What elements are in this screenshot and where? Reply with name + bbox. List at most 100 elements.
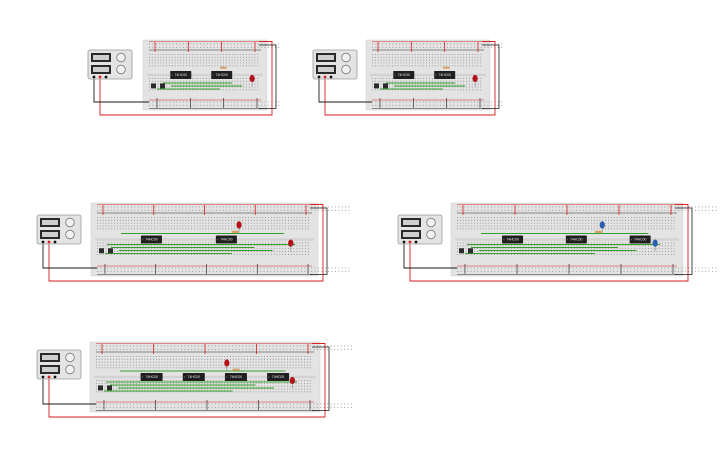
ic-chip: 74HC00	[502, 235, 524, 244]
breadboard-hole-row	[96, 388, 311, 390]
power-supply-display-bottom-lcd	[93, 67, 109, 72]
power-supply-terminal-ground	[329, 75, 333, 79]
power-supply-knob[interactable]	[65, 352, 75, 363]
resistor	[594, 230, 602, 233]
circuit-2: 74HC00 74HC00	[312, 39, 503, 116]
ic-chip-body	[215, 235, 237, 244]
breadboard-center-channel	[147, 73, 263, 77]
breadboard-hole-row	[97, 248, 309, 250]
power-supply-knob[interactable]	[65, 229, 75, 240]
breadboard-hole-row	[372, 104, 503, 106]
power-supply-display-bottom-lcd	[403, 232, 419, 237]
ic-chip-label: 74HC00	[506, 238, 519, 242]
ic-chip-notch	[171, 74, 173, 76]
ground-wire-black	[93, 78, 149, 103]
switch[interactable]	[98, 385, 103, 391]
ic-chip-body	[182, 373, 205, 381]
breadboard-hole-row	[97, 219, 309, 221]
ic-chip: 74HC00	[215, 235, 237, 244]
power-supply-knob[interactable]	[116, 52, 126, 63]
breadboard-hole-row	[457, 206, 717, 208]
power-supply-knob[interactable]	[65, 217, 75, 228]
breadboard-hole-row	[372, 43, 503, 45]
power-supply-terminal-ground	[53, 375, 57, 379]
breadboard-hole-row	[97, 245, 309, 247]
breadboard-hole-row	[457, 245, 675, 247]
power-supply-knob[interactable]	[426, 217, 436, 228]
breadboard-hole-row	[457, 222, 675, 224]
breadboard-hole-row	[96, 361, 311, 363]
breadboard-hole-row	[97, 222, 309, 224]
breadboard-hole-row	[372, 78, 482, 79]
ic-chip-label: 74HC00	[272, 375, 285, 379]
breadboard-hole-row	[96, 382, 311, 384]
breadboard-hole-row	[149, 43, 280, 45]
switch[interactable]	[374, 83, 379, 89]
ic-chip-label: 74HC00	[398, 73, 411, 77]
breadboard-hole-row	[372, 65, 482, 67]
breadboard-hole-row	[457, 217, 675, 218]
breadboard-hole-row	[97, 267, 350, 269]
power-supply-terminal-negative	[41, 240, 45, 244]
ic-chip-notch	[183, 376, 186, 378]
breadboard-hole-row	[96, 348, 352, 350]
switch[interactable]	[107, 385, 112, 391]
breadboard-hole-row	[97, 225, 309, 227]
power-supply-knob[interactable]	[116, 64, 126, 75]
power-supply-terminal-negative	[402, 240, 406, 244]
breadboard-hole-row	[457, 225, 675, 227]
breadboard-hole-row	[149, 59, 259, 61]
ic-chip: 74HC00	[170, 71, 192, 79]
breadboard-hole-row	[149, 78, 259, 79]
power-supply-terminal-positive	[47, 240, 51, 244]
ic-chip-notch	[268, 376, 270, 378]
power-supply-knob[interactable]	[341, 52, 351, 63]
led-red	[289, 376, 295, 385]
breadboard-hole-row	[457, 228, 675, 230]
power-supply-knob[interactable]	[65, 364, 75, 375]
breadboard-hole-row	[96, 356, 311, 357]
ic-chip-body	[393, 71, 415, 79]
switch[interactable]	[99, 248, 104, 254]
breadboard-hole-row	[149, 83, 259, 85]
ic-chip-label: 74HC00	[570, 238, 583, 242]
led-red	[288, 239, 294, 247]
switch[interactable]	[108, 248, 113, 254]
led-blue	[599, 221, 605, 229]
switch[interactable]	[459, 248, 464, 254]
breadboard-hole-row	[96, 345, 352, 347]
ic-chip-label: 74HC00	[438, 73, 451, 77]
ic-chip-label: 74HC00	[175, 73, 188, 77]
circuit-3: 74HC00 74HC00	[36, 202, 350, 282]
switch[interactable]	[151, 83, 156, 89]
power-supply-display-top-lcd	[42, 355, 58, 360]
ic-chip-body	[502, 235, 524, 244]
breadboard-hole-row	[97, 242, 309, 244]
switch[interactable]	[468, 248, 473, 254]
breadboard-hole-row	[96, 385, 311, 387]
ic-chip-label: 74HC00	[145, 238, 158, 242]
ic-chip-label: 74HC00	[188, 375, 201, 379]
ic-chip-notch	[630, 238, 633, 241]
breadboard-hole-row	[372, 46, 503, 48]
power-supply-terminal-negative	[92, 75, 96, 79]
breadboard-hole-row	[96, 391, 311, 393]
power-supply-knob[interactable]	[426, 229, 436, 240]
breadboard-hole-row	[372, 59, 482, 61]
breadboard-hole-row	[149, 101, 280, 103]
breadboard-hole-row	[149, 89, 259, 91]
power-supply-display-top-lcd	[42, 220, 58, 225]
breadboard-hole-row	[457, 267, 717, 269]
ic-chip: 74HC00	[565, 235, 587, 244]
switch[interactable]	[383, 83, 388, 89]
breadboard-hole-row	[97, 270, 350, 272]
led-blue	[652, 239, 658, 247]
breadboard-center-channel	[370, 73, 486, 77]
switch[interactable]	[160, 83, 165, 89]
breadboard-hole-row	[96, 406, 352, 408]
breadboard-hole-row	[149, 54, 259, 55]
breadboard-hole-row	[372, 54, 482, 55]
power-supply-knob[interactable]	[341, 64, 351, 75]
